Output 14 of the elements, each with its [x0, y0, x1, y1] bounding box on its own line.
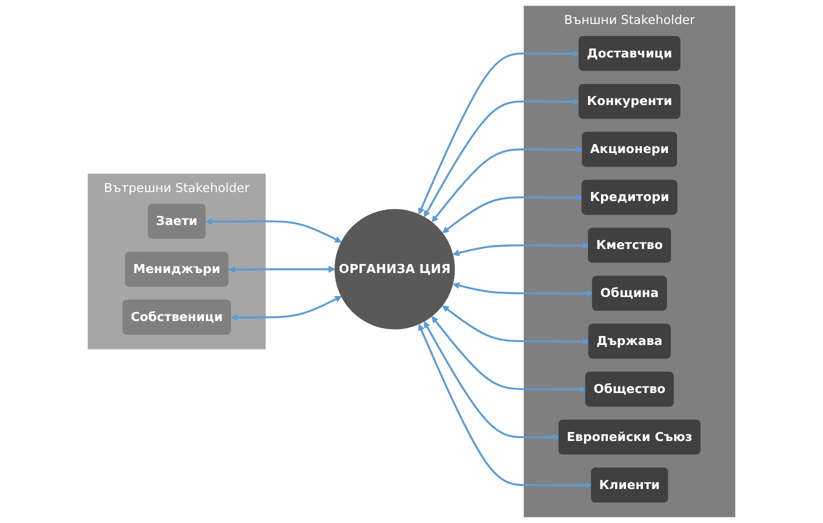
arrow [442, 194, 583, 234]
arrow [442, 305, 590, 345]
arrow [452, 242, 590, 256]
arrow [424, 321, 560, 441]
arrow [230, 296, 342, 321]
arrow [206, 218, 342, 242]
node-circle: ОРГАНИЗА ЦИЯ [334, 209, 455, 330]
arrow [452, 282, 594, 297]
arrow [418, 50, 580, 214]
arrow [228, 266, 336, 273]
arrow [418, 324, 592, 489]
arrow [424, 98, 580, 218]
arrow [432, 146, 584, 222]
arrow [432, 316, 586, 393]
